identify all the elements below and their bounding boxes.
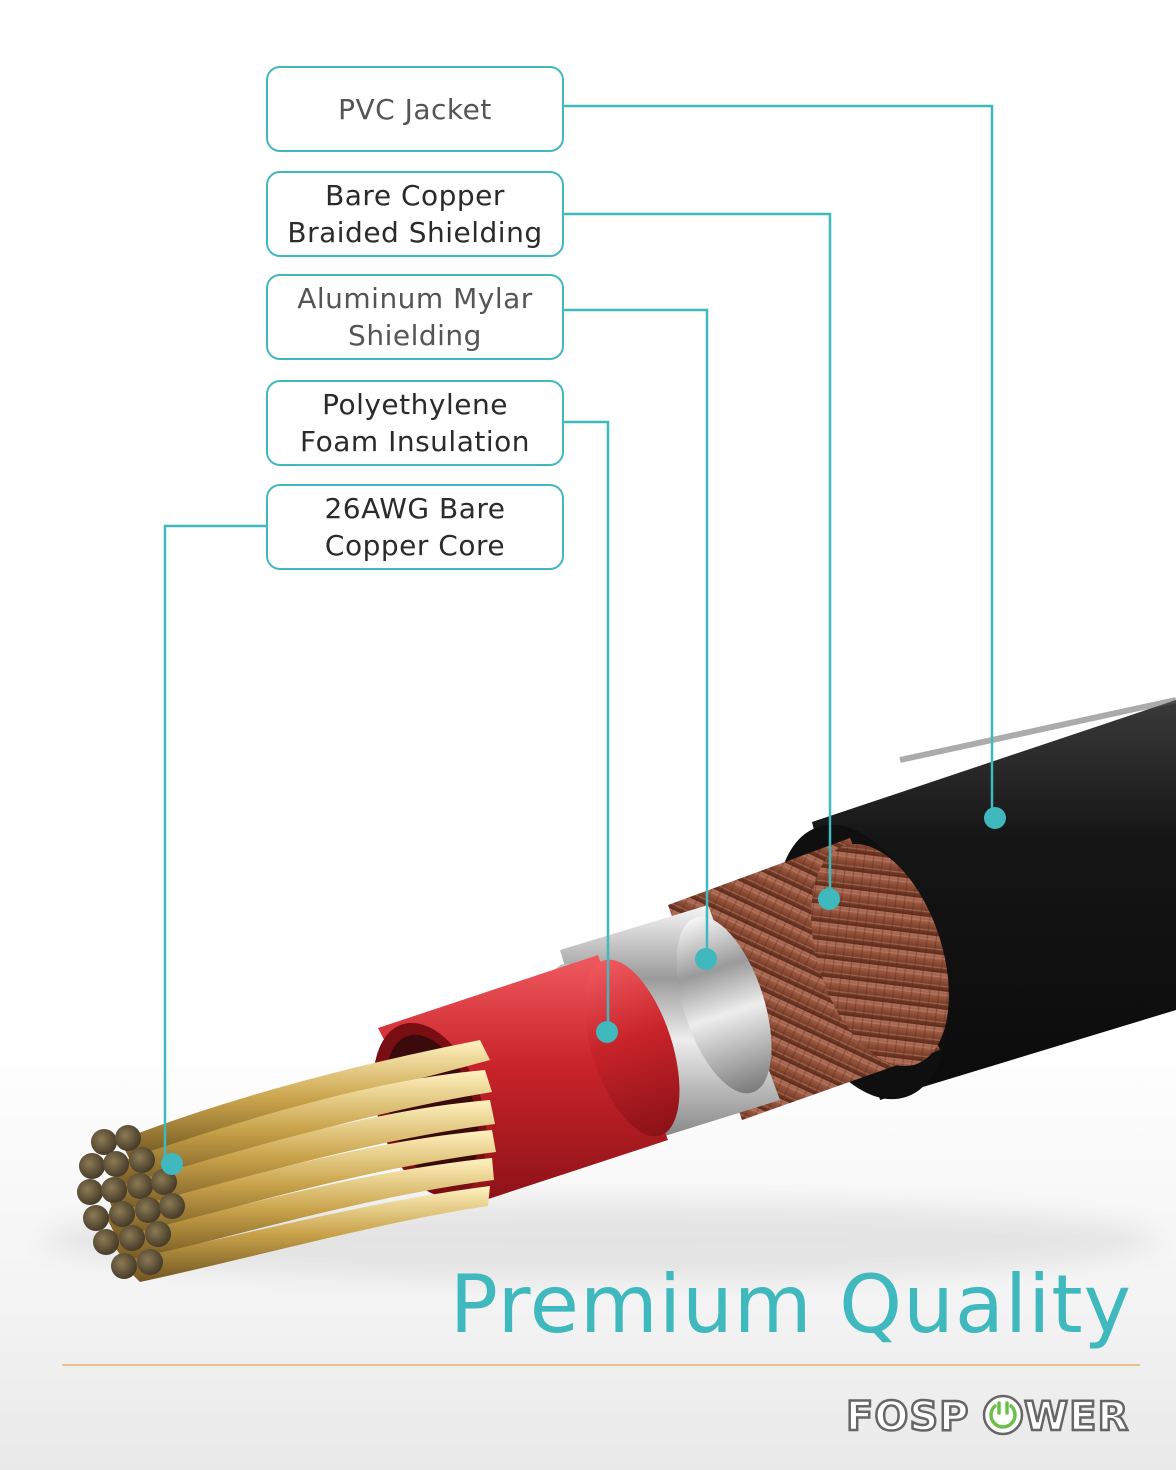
brand-logo: FOSP WER bbox=[846, 1390, 1132, 1440]
marker-dot-mylar bbox=[695, 948, 717, 970]
label-line: Polyethylene bbox=[322, 388, 508, 421]
power-plug-icon bbox=[982, 1394, 1024, 1436]
marker-dot-foam bbox=[596, 1021, 618, 1043]
leader-dots bbox=[161, 807, 1006, 1175]
marker-dot-core bbox=[161, 1153, 183, 1175]
label-foam: Polyethylene Foam Insulation bbox=[266, 380, 564, 466]
label-line: Bare Copper bbox=[325, 179, 505, 212]
divider-line bbox=[62, 1364, 1140, 1366]
label-line: Shielding bbox=[348, 319, 482, 352]
label-line: Foam Insulation bbox=[300, 425, 530, 458]
label-core: 26AWG Bare Copper Core bbox=[266, 484, 564, 570]
leader-line-mylar bbox=[564, 308, 709, 958]
label-line: Braided Shielding bbox=[287, 216, 543, 249]
marker-dot-copper-braid bbox=[818, 888, 840, 910]
label-line: Copper Core bbox=[324, 529, 506, 562]
leader-line-core bbox=[163, 524, 266, 1162]
brand-name-left: FOSP bbox=[846, 1394, 969, 1440]
label-pvc-jacket: PVC Jacket bbox=[266, 66, 564, 152]
label-line: PVC Jacket bbox=[338, 92, 492, 126]
label-line: Aluminum Mylar bbox=[297, 282, 533, 315]
leader-line-foam bbox=[564, 420, 610, 1032]
label-mylar: Aluminum Mylar Shielding bbox=[266, 274, 564, 360]
brand-name-right: WER bbox=[1024, 1394, 1129, 1440]
leader-line-pvc-jacket bbox=[564, 104, 994, 816]
leader-lines bbox=[163, 104, 994, 1162]
label-line: 26AWG Bare bbox=[324, 492, 506, 525]
leader-line-copper-braid bbox=[564, 212, 832, 898]
copper-core-strands bbox=[77, 1040, 496, 1282]
marker-dot-pvc-jacket bbox=[984, 807, 1006, 829]
headline-premium-quality: Premium Quality bbox=[449, 1258, 1132, 1351]
label-copper-braid: Bare Copper Braided Shielding bbox=[266, 171, 564, 257]
